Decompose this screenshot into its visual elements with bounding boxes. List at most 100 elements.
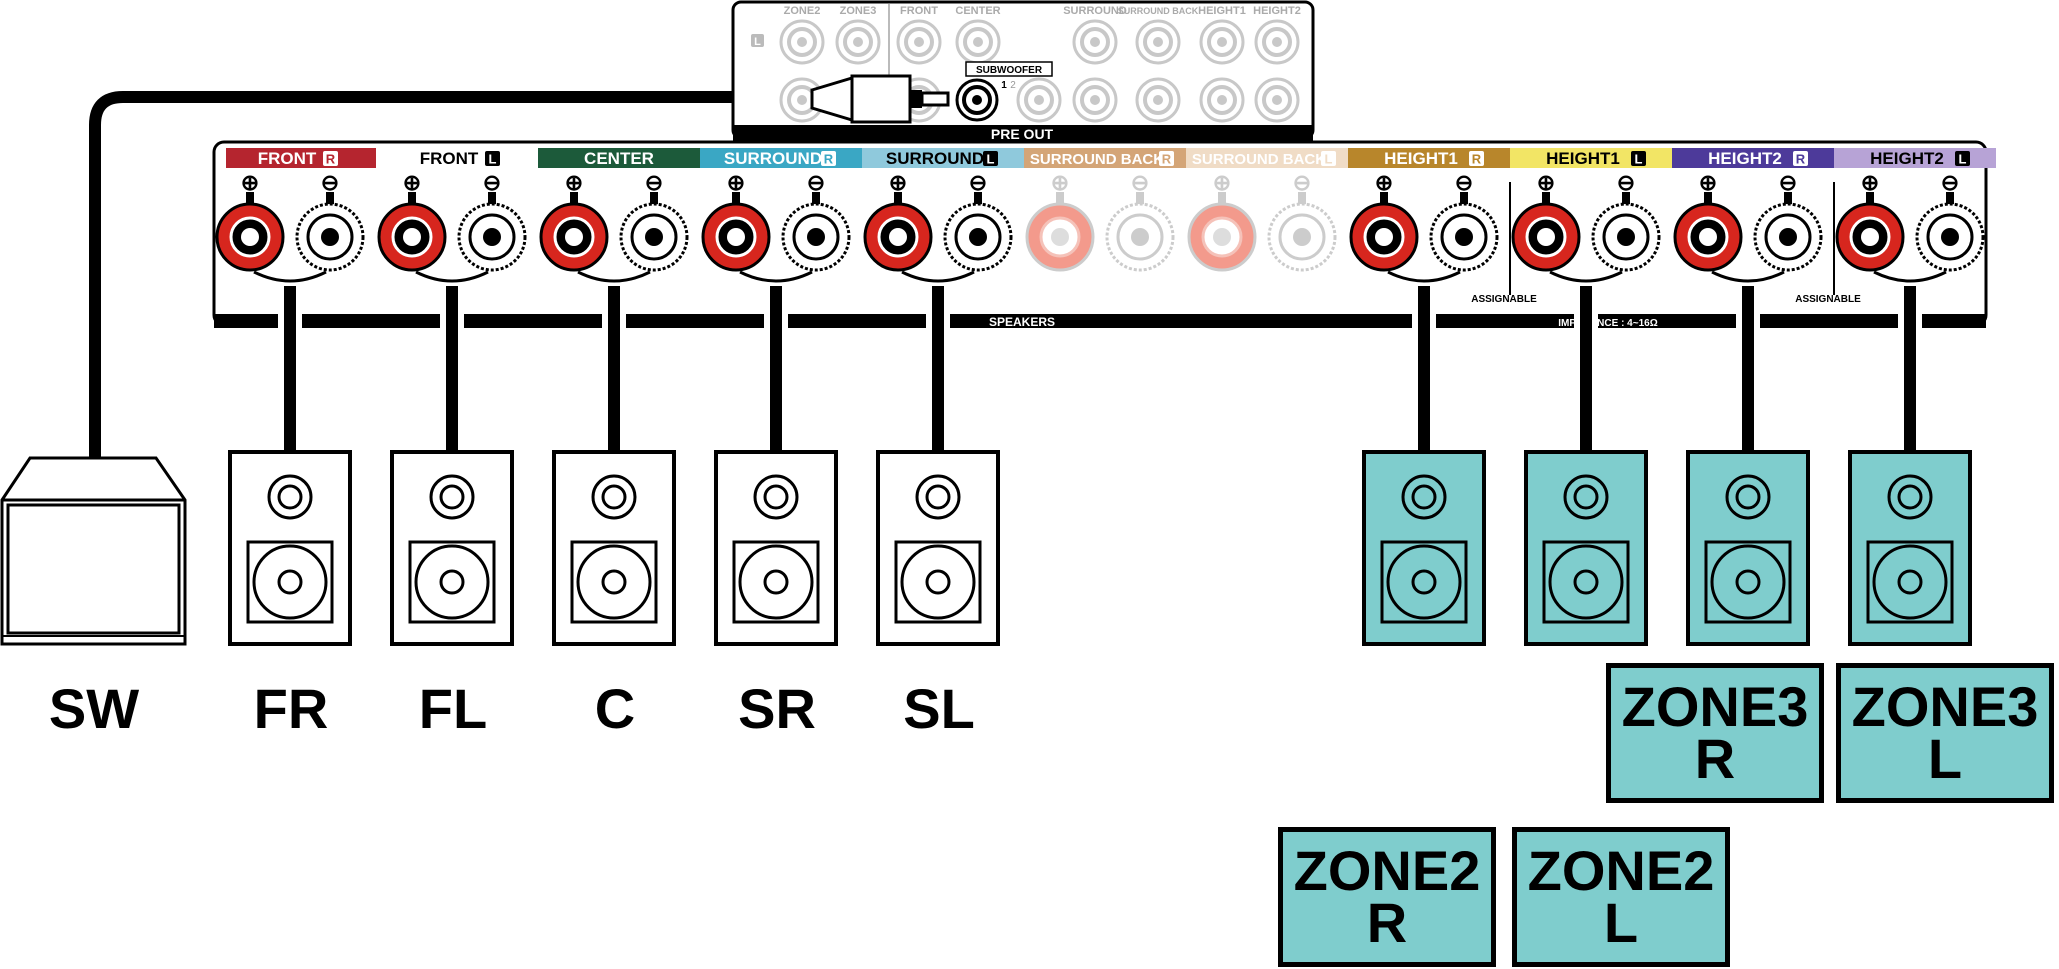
- channel-side-9: R: [1796, 152, 1806, 167]
- channel-side-0: R: [326, 152, 336, 167]
- subwoofer-jack: [955, 78, 999, 122]
- channel-name-0: FRONT: [258, 149, 317, 168]
- subwoofer-cable: [89, 91, 820, 460]
- channel-name-3: SURROUND: [724, 149, 822, 168]
- minus-sign-0: ⊖: [321, 170, 339, 195]
- terminal-minus-3: [781, 192, 851, 272]
- subwoofer-num-1: 1: [1001, 80, 1007, 91]
- preout-jack-8-100: [1254, 77, 1300, 123]
- channel-name-8: HEIGHT1: [1546, 149, 1620, 168]
- terminal-minus-6: [1267, 192, 1337, 272]
- terminal-plus-3: [701, 192, 771, 272]
- speaker-cabinet-9: [1686, 450, 1810, 646]
- preout-jack-4-100: [1016, 77, 1062, 123]
- speaker-label-fl: FL: [418, 677, 488, 740]
- speaker-label-sr: SR: [738, 677, 816, 740]
- preout-label-7: HEIGHT2: [1253, 5, 1301, 17]
- speaker-cabinet-8: [1524, 450, 1648, 646]
- preout-label-1: ZONE3: [840, 5, 877, 17]
- zone3-r-box: ZONE3 R: [1606, 663, 1824, 803]
- preout-label-5: SURROUND BACK: [1118, 6, 1199, 16]
- minus-sign-3: ⊖: [807, 170, 825, 195]
- minus-sign-5: ⊖: [1131, 170, 1149, 195]
- plus-sign-10: ⊕: [1861, 170, 1879, 195]
- subwoofer-label: SUBWOOFER: [976, 65, 1043, 76]
- channel-label-1: FRONT L: [376, 148, 538, 168]
- plus-sign-8: ⊕: [1537, 170, 1555, 195]
- channel-name-10: HEIGHT2: [1870, 149, 1944, 168]
- minus-sign-1: ⊖: [483, 170, 501, 195]
- preout-label-2: FRONT: [900, 5, 938, 17]
- channel-side-7: R: [1472, 152, 1482, 167]
- minus-sign-9: ⊖: [1779, 170, 1797, 195]
- channel-side-10: L: [1959, 152, 1967, 167]
- terminal-plus-1: [377, 192, 447, 272]
- channel-side-6: L: [1325, 152, 1333, 167]
- plus-sign-4: ⊕: [889, 170, 907, 195]
- speaker-cabinet-1: [390, 450, 514, 646]
- terminal-plus-8: [1511, 192, 1581, 272]
- terminal-plus-6: [1187, 192, 1257, 272]
- preout-side-mark: L: [754, 36, 761, 48]
- preout-jack-6-42: [1135, 19, 1181, 65]
- terminal-minus-10: [1915, 192, 1985, 272]
- channel-name-1: FRONT: [420, 149, 479, 168]
- terminal-minus-7: [1429, 192, 1499, 272]
- preout-label-6: HEIGHT1: [1198, 5, 1246, 17]
- channel-8: HEIGHT1 L ⊕ ⊖: [1509, 148, 1672, 295]
- preout-jack-7-42: [1199, 19, 1245, 65]
- minus-sign-8: ⊖: [1617, 170, 1635, 195]
- channel-side-3: R: [824, 152, 834, 167]
- assignable-label-1: ASSIGNABLE: [1471, 294, 1537, 305]
- zone2-r-line1: ZONE2: [1293, 839, 1481, 902]
- panel-bottom-bar: [214, 314, 1986, 328]
- zone3-l-line1: ZONE3: [1851, 675, 2039, 738]
- terminal-plus-9: [1673, 192, 1743, 272]
- speaker-label-sw: SW: [48, 677, 140, 740]
- channel-side-8: L: [1635, 152, 1643, 167]
- plus-sign-9: ⊕: [1699, 170, 1717, 195]
- channel-side-5: R: [1162, 152, 1172, 167]
- terminal-plus-10: [1835, 192, 1905, 272]
- speaker-cabinet-3: [714, 450, 838, 646]
- channel-name-4: SURROUND: [886, 149, 984, 168]
- terminal-plus-2: [539, 192, 609, 272]
- terminal-minus-1: [457, 192, 527, 272]
- zone2-l-line1: ZONE2: [1527, 839, 1715, 902]
- channel-label-2: CENTER: [538, 148, 700, 168]
- zone2-r-box: ZONE2 R: [1278, 827, 1496, 967]
- preout-jack-6-100: [1135, 77, 1181, 123]
- speaker-cabinet-7: [1362, 450, 1486, 646]
- terminal-minus-9: [1753, 192, 1823, 272]
- impedance-label: IMPEDANCE : 4~16Ω: [1558, 318, 1657, 329]
- channel-label-0: FRONT R: [226, 148, 376, 168]
- terminal-plus-0: [215, 192, 285, 272]
- minus-sign-2: ⊖: [645, 170, 663, 195]
- terminal-minus-4: [943, 192, 1013, 272]
- zone3-r-line1: ZONE3: [1621, 675, 1809, 738]
- channel-name-7: HEIGHT1: [1384, 149, 1458, 168]
- channel-name-5: SURROUND BACK: [1030, 151, 1164, 168]
- plus-sign-6: ⊕: [1213, 170, 1231, 195]
- zone2-r-line2: R: [1366, 891, 1408, 954]
- terminal-minus-0: [295, 192, 365, 272]
- speaker-label-sl: SL: [903, 677, 975, 740]
- plus-sign-1: ⊕: [403, 170, 421, 195]
- channel-side-1: L: [489, 152, 497, 167]
- speaker-label-fr: FR: [253, 677, 329, 740]
- channel-1: FRONT L ⊕ ⊖: [376, 148, 538, 283]
- zone2-l-box: ZONE2 L: [1512, 827, 1730, 967]
- speaker-cabinet-10: [1848, 450, 1972, 646]
- channel-name-2: CENTER: [584, 149, 654, 168]
- preout-title: PRE OUT: [991, 126, 1054, 142]
